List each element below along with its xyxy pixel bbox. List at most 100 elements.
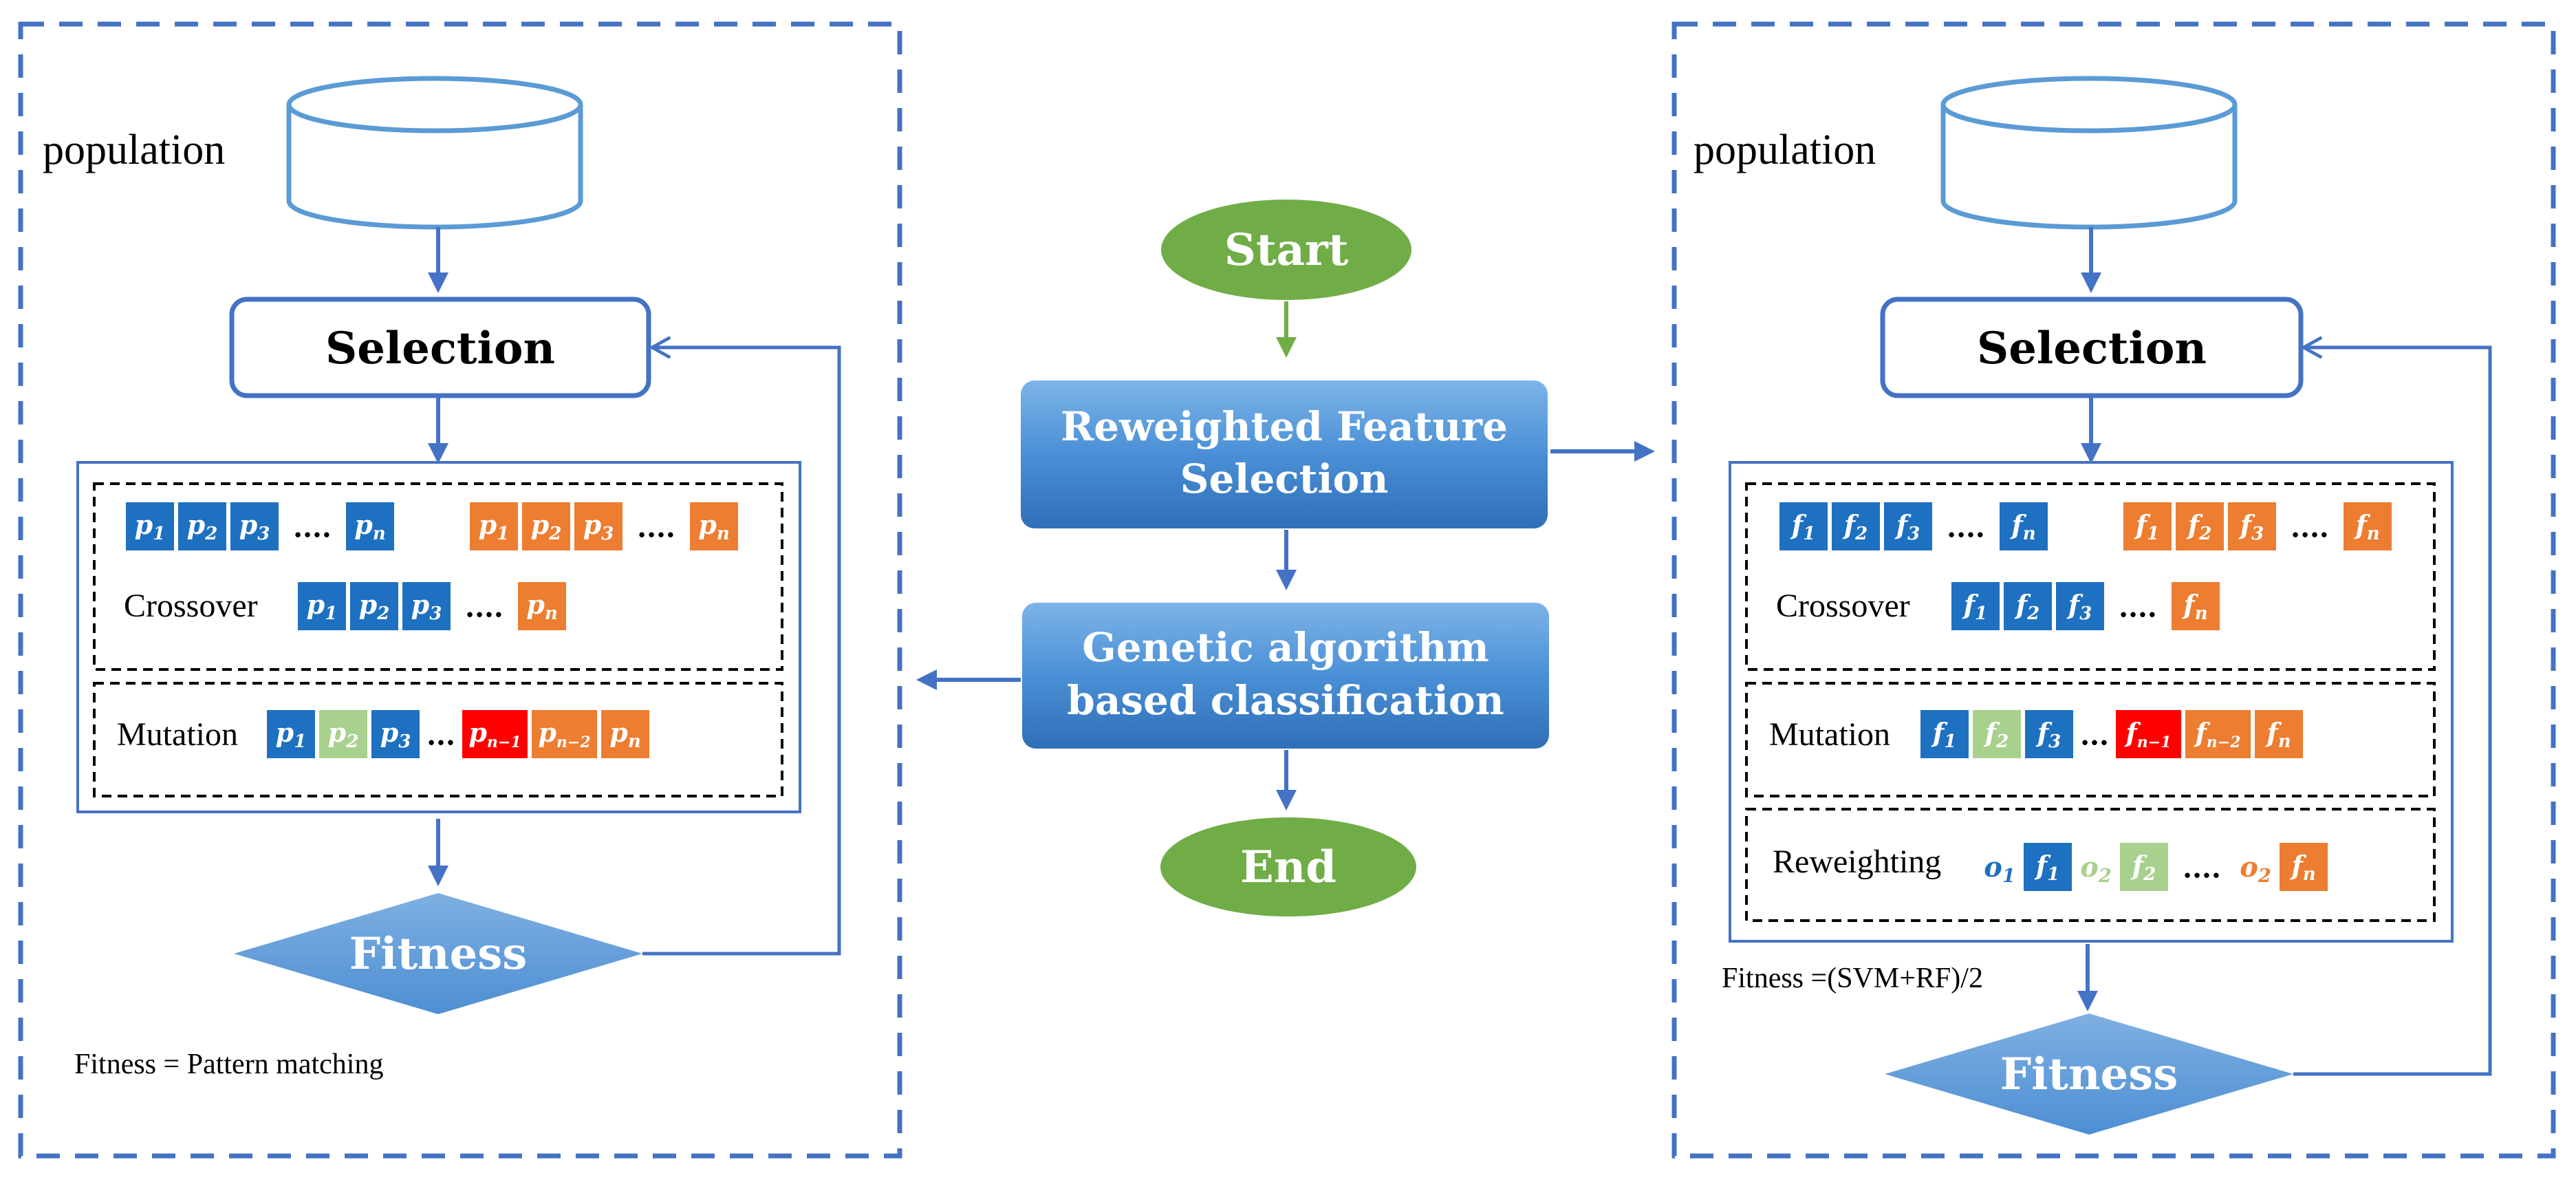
ellipsis-dots: ... (426, 719, 455, 751)
gene-cell (1973, 710, 2021, 758)
gene-cell (518, 582, 566, 630)
gene-cell (298, 582, 346, 630)
gene-cell (2280, 843, 2328, 891)
gene-cell (574, 502, 623, 550)
gene-label: p1 (276, 717, 307, 752)
gene-label: f2 (1983, 717, 2009, 752)
fitness-label: Fitness (349, 928, 528, 980)
weight-label: o2 (2080, 851, 2111, 887)
gene-label: p2 (359, 589, 390, 624)
right-panel-dashed-frame (1671, 21, 2556, 1159)
left-panel: population Selection Crossover Mutation … (18, 21, 902, 1159)
population-database-icon (1940, 76, 2238, 230)
reweighting-dashed-box (1745, 808, 2436, 922)
gene-label: p3 (239, 509, 270, 544)
ellipsis-dots: .... (2291, 511, 2329, 544)
gene-cell (371, 710, 420, 758)
gene-label: f3 (2066, 589, 2092, 624)
gene-cell (2228, 502, 2276, 550)
gene-label: p3 (380, 717, 411, 752)
gene-label: f1 (1790, 509, 1815, 544)
left-parent1-chromosome: p1 p2 p3.... pn (126, 502, 394, 550)
gene-cell (1779, 502, 1828, 550)
fitness-formula: Fitness = Pattern matching (74, 1049, 383, 1080)
gene-cell (319, 710, 367, 758)
start-ellipse (1161, 200, 1411, 300)
gene-cell (1884, 502, 1932, 550)
gene-label: p1 (307, 589, 338, 624)
ellipsis-dots: .... (293, 511, 332, 544)
gene-cell (1832, 502, 1880, 550)
gene-cell (267, 710, 315, 758)
gene-cell (2344, 502, 2392, 550)
genetic-operators-frame (76, 461, 801, 813)
fitness-diamond (1885, 1013, 2293, 1135)
crossover-label: Crossover (124, 588, 258, 624)
reweighted-line-2: Selection (1180, 455, 1389, 502)
gene-label: pn (354, 509, 385, 544)
reweighted-line-1: Reweighted Feature (1061, 403, 1508, 450)
gene-cell (470, 502, 518, 550)
gene-label: f2 (2014, 589, 2039, 624)
gene-label: fn−1 (2123, 717, 2171, 751)
fitness-formula: Fitness =(SVM+RF)/2 (1722, 963, 1983, 994)
crossover-dashed-box (1745, 482, 2436, 671)
gene-cell (2004, 582, 2052, 630)
start-label: Start (1224, 224, 1349, 276)
gene-cell (532, 710, 597, 758)
reweighted-feature-selection-box (1021, 380, 1548, 528)
gene-cell (2025, 710, 2073, 758)
fitness-label: Fitness (2000, 1049, 2178, 1100)
gene-label: pn (526, 589, 557, 624)
gene-cell (1951, 582, 2000, 630)
crossover-label: Crossover (1776, 588, 1910, 624)
gene-cell (230, 502, 279, 550)
crossover-dashed-box (93, 482, 783, 671)
right-crossover-child-chromosome: f1 f2 f3.... fn (1951, 582, 2220, 630)
loop-arrow-fitness-to-selection (2293, 336, 2492, 1076)
genetic-operators-frame (1729, 461, 2454, 943)
gene-label: pn (698, 509, 729, 544)
gene-label: p1 (479, 509, 510, 544)
gene-cell (346, 502, 394, 550)
gene-cell (2056, 582, 2104, 630)
gene-cell (1920, 710, 1969, 758)
ellipsis-dots: .... (2183, 852, 2221, 884)
gene-label: p2 (187, 509, 218, 544)
genetic-line-1: Genetic algorithm (1082, 624, 1489, 671)
gene-label: f1 (1962, 589, 1987, 624)
gene-cell (2116, 710, 2181, 758)
loop-arrow-fitness-to-selection (642, 336, 841, 956)
mutation-dashed-box (93, 682, 783, 797)
right-panel: population Selection Crossover Mutation … (1671, 21, 2556, 1159)
gene-cell (2185, 710, 2251, 758)
population-label: population (1693, 127, 1876, 173)
genetic-algorithm-box (1022, 603, 1549, 749)
gene-cell (2255, 710, 2303, 758)
left-panel-dashed-frame (18, 21, 902, 1159)
gene-cell (690, 502, 738, 550)
gene-label: fn (2181, 589, 2207, 624)
gene-cell (2123, 502, 2172, 550)
ellipsis-dots: .... (2119, 591, 2157, 623)
gene-cell (601, 710, 649, 758)
ellipsis-dots: .... (465, 591, 504, 623)
gene-label: pn−1 (468, 717, 521, 751)
gene-cell (522, 502, 570, 550)
weight-label: o1 (1984, 851, 2015, 887)
gene-label: p1 (135, 509, 166, 544)
gene-cell (178, 502, 226, 550)
center-flow: Start Reweighted Feature Selection Genet… (916, 200, 1655, 916)
gene-cell (2000, 502, 2048, 550)
gene-label: fn (2353, 509, 2379, 544)
ellipsis-dots: ... (2080, 719, 2109, 751)
gene-label: pn−2 (538, 717, 590, 751)
gene-label: p3 (583, 509, 614, 544)
gene-cell (126, 502, 174, 550)
